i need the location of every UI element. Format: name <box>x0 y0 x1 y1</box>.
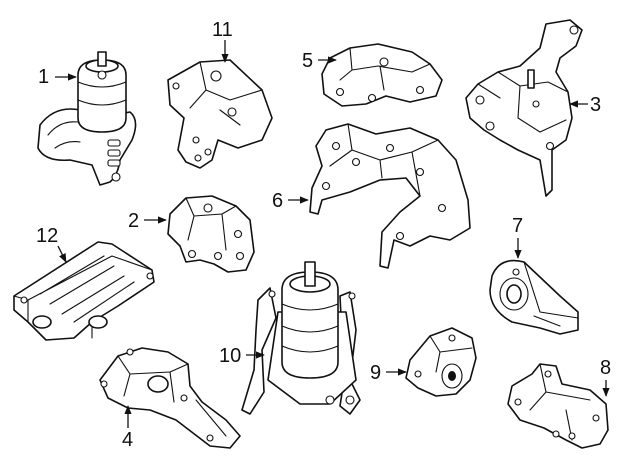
part-10-mount <box>241 261 361 415</box>
part-5-bracket <box>321 43 443 107</box>
callout-12: 12 <box>36 225 67 263</box>
part-7-torque-rod <box>489 259 579 335</box>
callout-9: 9 <box>370 362 407 384</box>
callout-10: 10 <box>219 345 265 367</box>
callout-3: 3 <box>569 94 601 116</box>
callout-6-label: 6 <box>272 190 283 212</box>
part-8-mount <box>507 363 609 449</box>
callout-2: 2 <box>128 210 167 232</box>
part-12-bracket <box>13 241 155 341</box>
callout-7-label: 7 <box>512 215 523 237</box>
part-3-mount <box>465 19 583 197</box>
part-1-mount <box>37 51 137 186</box>
callout-1: 1 <box>38 66 77 88</box>
callout-5: 5 <box>302 50 337 72</box>
callout-8-label: 8 <box>600 357 611 379</box>
part-9-mount <box>405 327 477 397</box>
callout-1-label: 1 <box>38 66 49 88</box>
callout-11-label: 11 <box>212 19 233 41</box>
callout-8: 8 <box>600 357 611 397</box>
part-2-mount <box>167 195 255 273</box>
callout-7: 7 <box>512 215 523 259</box>
callout-11: 11 <box>212 19 233 63</box>
callout-12-arrow <box>57 245 67 263</box>
part-6-bracket <box>309 123 471 269</box>
part-4-mount <box>99 347 241 449</box>
callout-10-label: 10 <box>219 345 241 367</box>
callout-6: 6 <box>272 190 309 212</box>
callout-2-label: 2 <box>128 210 139 232</box>
callout-12-label: 12 <box>36 225 58 247</box>
callout-4: 4 <box>122 405 133 451</box>
callout-9-label: 9 <box>370 362 381 384</box>
part-11-mount <box>167 59 273 169</box>
callout-5-label: 5 <box>302 50 313 72</box>
callout-4-label: 4 <box>122 429 133 451</box>
callout-3-label: 3 <box>590 94 601 116</box>
